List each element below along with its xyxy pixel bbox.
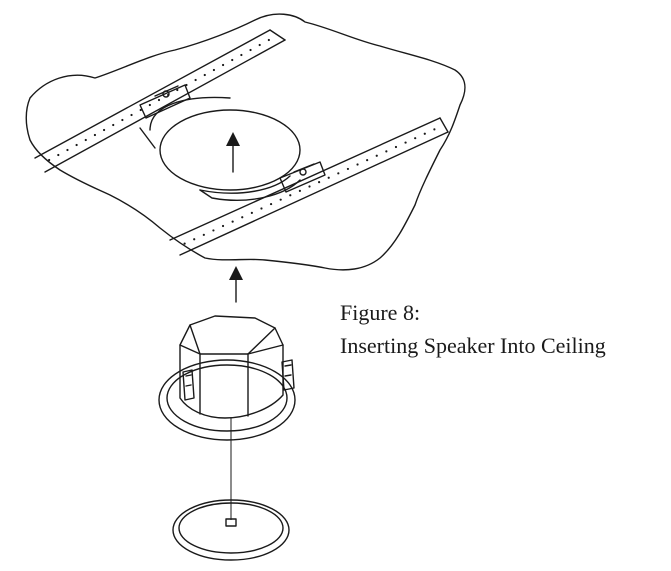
- rail-perforation-dot: [84, 138, 87, 142]
- rail-perforation-dot: [404, 141, 407, 144]
- rail-perforation-dot: [48, 158, 51, 162]
- rail-perforation-dot: [298, 189, 301, 192]
- rail-perforation-dot: [176, 88, 179, 92]
- rail-perforation-dot: [183, 242, 186, 245]
- rail-perforation-dot: [75, 143, 78, 147]
- rail-perforation-dot: [66, 148, 69, 152]
- ceiling-tile: [25, 13, 466, 271]
- speaker-assembly: [158, 315, 296, 441]
- ceiling-hole: [139, 96, 301, 201]
- rail-perforation-dot: [157, 98, 161, 102]
- rail-perforation-dot: [57, 153, 60, 157]
- rail-perforation-dot: [289, 194, 292, 197]
- rail-perforation-dot: [433, 128, 436, 131]
- rail-perforation-dot: [148, 103, 151, 107]
- rail-perforation-dot: [249, 48, 252, 52]
- rail-perforation-dot: [203, 73, 206, 77]
- rail-perforation-dot: [308, 185, 311, 188]
- figure-caption: Figure 8: Inserting Speaker Into Ceiling: [340, 296, 606, 362]
- rail-perforation-dot: [212, 229, 215, 232]
- rail-perforation-dot: [93, 133, 97, 137]
- rail-perforation-dot: [385, 150, 388, 153]
- upper-rail: [34, 29, 286, 173]
- figure-label: Figure 8:: [340, 300, 421, 325]
- rail-perforation-dot: [202, 233, 205, 236]
- rail-perforation-dot: [112, 123, 115, 127]
- rail-perforation-dot: [130, 113, 133, 117]
- rail-perforation-dot: [346, 167, 350, 171]
- rail-perforation-dot: [139, 108, 142, 112]
- lower-rail: [169, 117, 449, 256]
- rail-perforation-dot: [221, 224, 225, 228]
- lower-bracket: [279, 161, 326, 193]
- rail-perforation-dot: [193, 238, 196, 241]
- figure-title: Inserting Speaker Into Ceiling: [340, 333, 606, 358]
- rail-perforation-dot: [337, 172, 340, 175]
- rail-perforation-dot: [318, 181, 321, 184]
- rail-perforation-dot: [194, 78, 197, 82]
- rail-perforation-dot: [240, 53, 243, 57]
- rail-perforation-dot: [212, 68, 216, 72]
- rail-perforation-dot: [366, 159, 369, 162]
- rail-perforation-dot: [258, 43, 261, 47]
- rail-perforation-dot: [269, 202, 273, 206]
- rail-perforation-dot: [231, 220, 234, 223]
- arrow-up-icon: [229, 266, 243, 303]
- rail-perforation-dot: [327, 176, 330, 179]
- rail-perforation-dot: [121, 118, 124, 122]
- rail-perforation-dot: [414, 137, 417, 140]
- rail-perforation-dot: [241, 216, 244, 219]
- rail-perforation-dot: [356, 163, 359, 166]
- rail-perforation-dot: [394, 145, 398, 149]
- arrow-up-icon: [226, 132, 240, 173]
- rail-perforation-dot: [375, 154, 378, 157]
- rail-perforation-dot: [260, 207, 263, 210]
- rail-perforation-dot: [279, 198, 282, 201]
- rail-perforation-dot: [221, 63, 225, 67]
- rail-perforation-dot: [250, 211, 253, 214]
- speaker-grille: [172, 418, 290, 561]
- rail-perforation-dot: [423, 132, 426, 135]
- rail-perforation-dot: [102, 128, 106, 132]
- rail-perforation-dot: [267, 38, 270, 42]
- rail-perforation-dot: [231, 58, 234, 62]
- rail-perforations: [48, 38, 436, 245]
- upper-bracket: [139, 84, 191, 119]
